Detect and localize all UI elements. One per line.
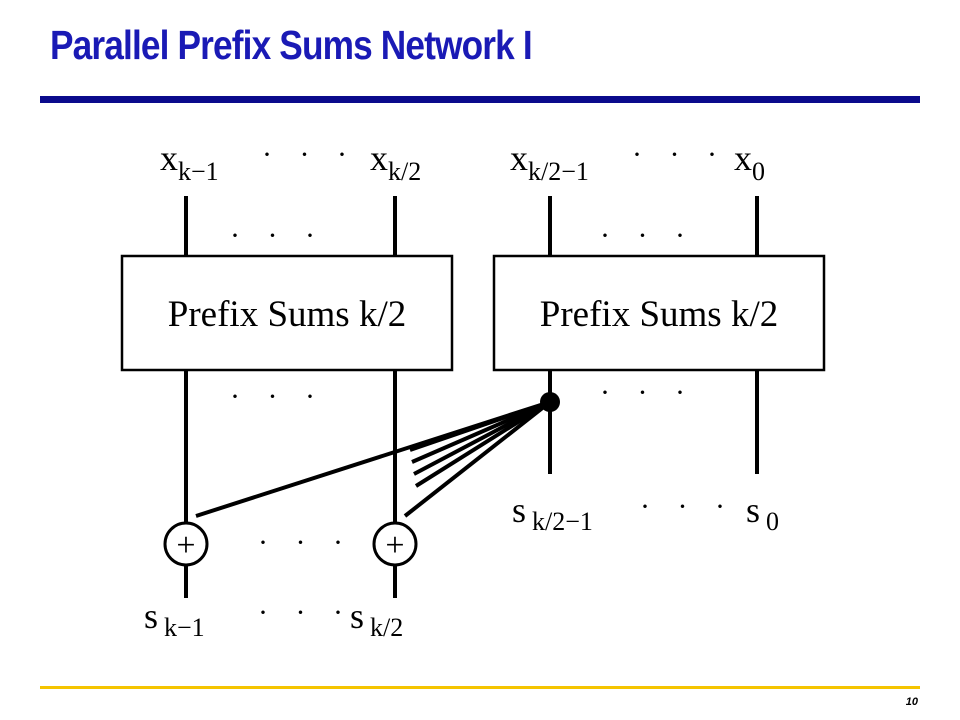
input-label-x-0: x0: [734, 138, 765, 186]
footer-rule: [40, 686, 920, 689]
input-wires-ellipsis-right: · · ·: [600, 219, 695, 252]
adder-node-left: [163, 521, 209, 567]
broadcast-fanout-lines: [195, 400, 552, 518]
prefix-sums-block-left-label: Prefix Sums k/2: [168, 294, 406, 335]
input-wires-ellipsis-left: · · ·: [230, 219, 325, 252]
adder-plus-right: +: [385, 527, 404, 564]
adder-plus-left: +: [176, 527, 195, 564]
input-label-x-k-2: xk/2: [370, 138, 421, 186]
output-wires-ellipsis-left: · · ·: [230, 380, 325, 413]
prefix-sums-block-right-label: Prefix Sums k/2: [540, 294, 778, 335]
title-underline: [40, 96, 920, 103]
prefix-sums-block-right: [492, 254, 826, 372]
broadcast-junction-dot: [540, 392, 560, 412]
output-left-ellipsis: · · ·: [258, 596, 353, 629]
output-right-ellipsis: · · ·: [640, 490, 735, 523]
input-label-x-k-1: xk−1: [160, 138, 219, 186]
output-wires: [184, 370, 759, 598]
page-number: 10: [905, 696, 918, 708]
input-ellipsis-left: · · ·: [262, 138, 357, 171]
input-wires: [184, 196, 759, 256]
prefix-sums-block-left: [120, 254, 454, 372]
slide-title: Parallel Prefix Sums Network I: [50, 22, 533, 68]
input-ellipsis-right: · · ·: [632, 138, 727, 171]
adder-ellipsis: · · ·: [258, 526, 353, 559]
input-label-x-k-2-1: xk/2−1: [510, 138, 589, 186]
output-wires-ellipsis-right: · · ·: [600, 376, 695, 409]
adder-node-right: [372, 521, 418, 567]
